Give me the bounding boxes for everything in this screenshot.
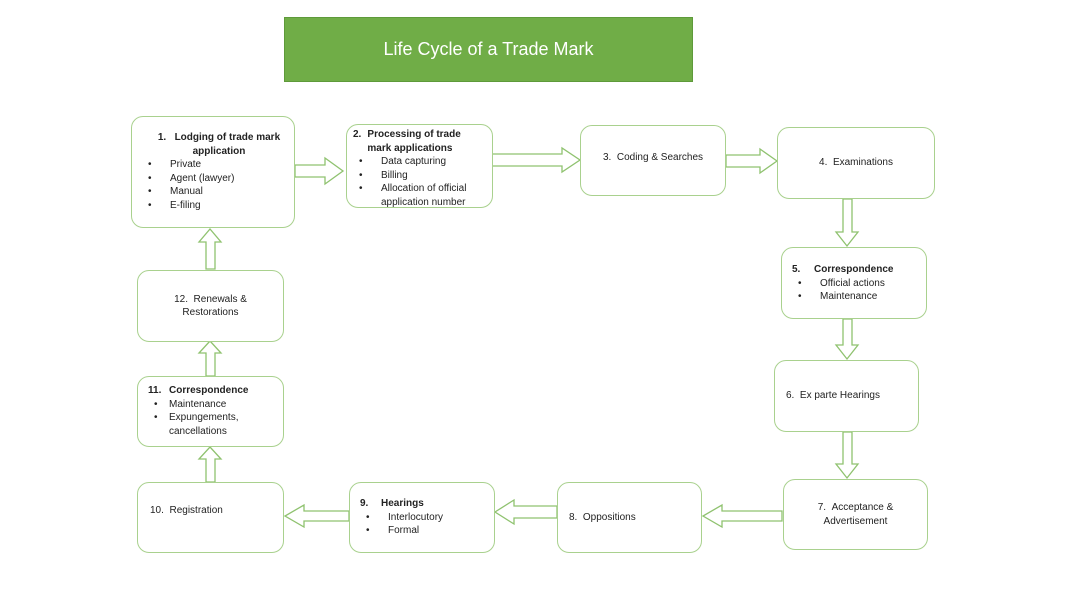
list-item: Expungements, cancellations	[148, 411, 277, 438]
step-1-title: 1. Lodging of trade mark application	[157, 132, 281, 157]
step-9-box: 9. Hearings Interlocutory Formal	[349, 482, 495, 553]
list-item: Formal	[360, 524, 488, 538]
arrow-5-to-6	[834, 318, 860, 361]
arrow-1-to-2	[294, 156, 345, 186]
step-2-bullets: Data capturing Billing Allocation of off…	[353, 155, 486, 209]
list-item: Interlocutory	[360, 511, 488, 525]
step-1-box: 1. Lodging of trade mark application Pri…	[131, 116, 295, 228]
list-item: Data capturing	[353, 155, 486, 169]
step-6-box: 6. Ex parte Hearings	[774, 360, 919, 432]
list-item: Agent (lawyer)	[142, 172, 288, 186]
step-11-bullets: Maintenance Expungements, cancellations	[148, 398, 277, 439]
arrow-11-to-12	[197, 340, 223, 377]
arrow-12-to-1	[197, 227, 223, 270]
diagram-title: Life Cycle of a Trade Mark	[284, 17, 693, 82]
step-9-title: 9. Hearings	[360, 498, 424, 509]
arrow-9-to-10	[283, 503, 350, 529]
arrow-8-to-9	[493, 498, 558, 526]
arrow-10-to-11	[197, 446, 223, 483]
list-item: E-filing	[142, 199, 288, 213]
arrow-6-to-7	[834, 431, 860, 480]
list-item: Maintenance	[792, 290, 920, 304]
step-9-bullets: Interlocutory Formal	[360, 511, 488, 538]
arrow-7-to-8	[701, 503, 783, 529]
list-item: Manual	[142, 185, 288, 199]
step-4-box: 4. Examinations	[777, 127, 935, 199]
step-7-box: 7. Acceptance & Advertisement	[783, 479, 928, 550]
step-8-box: 8. Oppositions	[557, 482, 702, 553]
arrow-3-to-4	[725, 147, 779, 175]
step-11-title: 11. Correspondence	[148, 385, 249, 396]
step-5-box: 5. Correspondence Official actions Maint…	[781, 247, 927, 319]
step-10-box: 10. Registration	[137, 482, 284, 553]
step-2-box: 2. Processing of trade mark applications…	[346, 124, 493, 208]
list-item: Maintenance	[148, 398, 277, 412]
list-item: Official actions	[792, 277, 920, 291]
step-12-box: 12. Renewals & Restorations	[137, 270, 284, 342]
step-3-box: 3. Coding & Searches	[580, 125, 726, 196]
arrow-4-to-5	[834, 198, 860, 248]
step-5-title: 5. Correspondence	[792, 264, 894, 275]
list-item: Billing	[353, 169, 486, 183]
step-11-box: 11. Correspondence Maintenance Expungeme…	[137, 376, 284, 447]
list-item: Private	[142, 158, 288, 172]
step-5-bullets: Official actions Maintenance	[792, 277, 920, 304]
arrow-2-to-3	[491, 146, 582, 174]
step-1-bullets: Private Agent (lawyer) Manual E-filing	[142, 158, 288, 212]
list-item: Allocation of official application numbe…	[353, 182, 486, 209]
step-2-title: 2. Processing of trade mark applications	[353, 129, 461, 154]
